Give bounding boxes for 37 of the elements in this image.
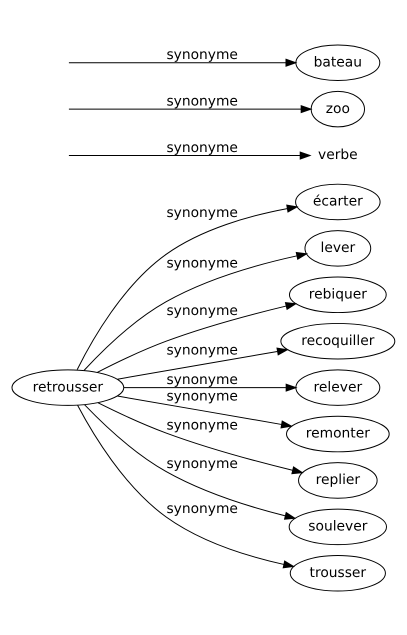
edge-label: synonyme xyxy=(166,500,238,517)
edge-label: synonyme xyxy=(166,204,238,220)
edge-label: synonyme xyxy=(166,139,238,156)
arrow xyxy=(77,404,296,568)
arrow xyxy=(96,302,298,372)
edge-label: synonyme xyxy=(166,46,238,62)
node-ellipse: remonter xyxy=(286,415,390,452)
edge-label: synonyme xyxy=(166,302,238,318)
node-ellipse: zoo xyxy=(310,90,365,127)
edge-label: synonyme xyxy=(166,371,238,388)
node-ellipse: bateau xyxy=(295,44,380,80)
arrow xyxy=(116,395,293,428)
edge-label: synonyme xyxy=(166,254,238,271)
node-text: verbe xyxy=(318,146,358,163)
node-ellipse: recoquiller xyxy=(280,322,396,359)
arrow xyxy=(98,402,304,474)
node-ellipse: relever xyxy=(295,368,380,406)
arrow xyxy=(84,404,296,520)
node-ellipse: écarter xyxy=(295,183,381,220)
edge-label: synonyme xyxy=(166,388,238,404)
node-ellipse: retrousser xyxy=(11,368,124,406)
edge-label: synonyme xyxy=(166,455,238,472)
arrow xyxy=(123,382,298,392)
node-ellipse: rebiquer xyxy=(288,276,387,313)
edge-label: synonyme xyxy=(166,416,238,433)
arrow xyxy=(116,346,289,380)
node-ellipse: replier xyxy=(298,462,378,498)
arrow xyxy=(68,150,312,160)
arrow xyxy=(84,251,308,370)
arrow xyxy=(76,204,299,370)
node-ellipse: trousser xyxy=(290,554,386,592)
node-ellipse: soulever xyxy=(288,508,388,545)
edge-label: synonyme xyxy=(166,342,238,358)
arrow xyxy=(68,104,313,113)
arrow xyxy=(68,58,298,66)
node-ellipse: lever xyxy=(304,230,372,266)
edge-label: synonyme xyxy=(166,92,238,109)
